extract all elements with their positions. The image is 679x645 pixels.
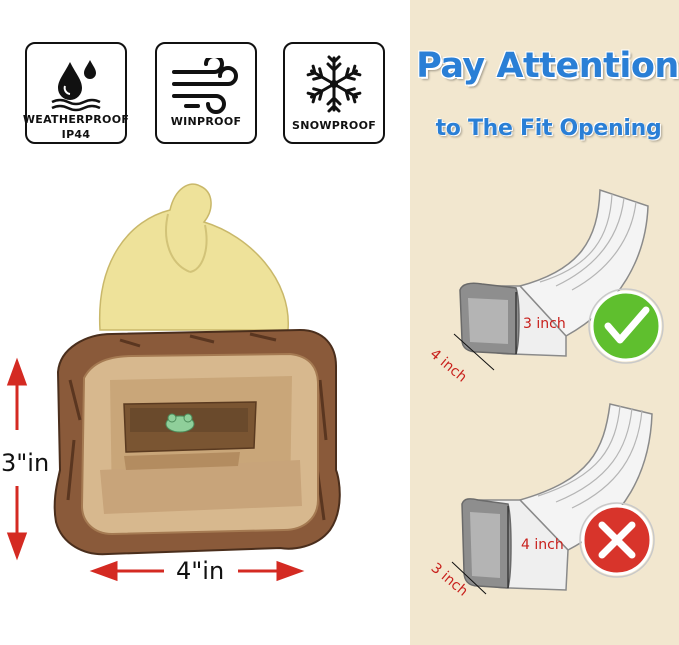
weatherproof-badge: WEATHERPROOF IP44 bbox=[22, 42, 130, 144]
snowproof-label: SNOWPROOF bbox=[291, 119, 377, 132]
windproof-badge: WINPROOF bbox=[155, 42, 257, 144]
fit-subtitle: to The Fit Opening bbox=[435, 116, 662, 141]
windproof-label: WINPROOF bbox=[170, 115, 242, 128]
fit-title: Pay Attention bbox=[416, 46, 679, 86]
cross-mark-icon bbox=[579, 502, 655, 578]
snowflake-icon bbox=[306, 55, 362, 113]
product-width-label: 4"in bbox=[176, 557, 225, 585]
wind-icon bbox=[172, 58, 238, 114]
log-product-image bbox=[53, 183, 341, 556]
water-drops-icon bbox=[51, 60, 101, 112]
correct-height-label: 3 inch bbox=[523, 316, 566, 332]
product-height-label: 3"in bbox=[1, 449, 50, 477]
wrong-elbow-downspout bbox=[451, 403, 653, 595]
snowproof-badge: SNOWPROOF bbox=[283, 42, 385, 144]
wrong-height-label: 4 inch bbox=[521, 537, 564, 553]
product-dimension-arrows bbox=[6, 357, 305, 582]
correct-elbow-downspout bbox=[453, 188, 649, 371]
check-mark-icon bbox=[588, 288, 664, 364]
weatherproof-label: WEATHERPROOF IP44 bbox=[22, 113, 130, 141]
